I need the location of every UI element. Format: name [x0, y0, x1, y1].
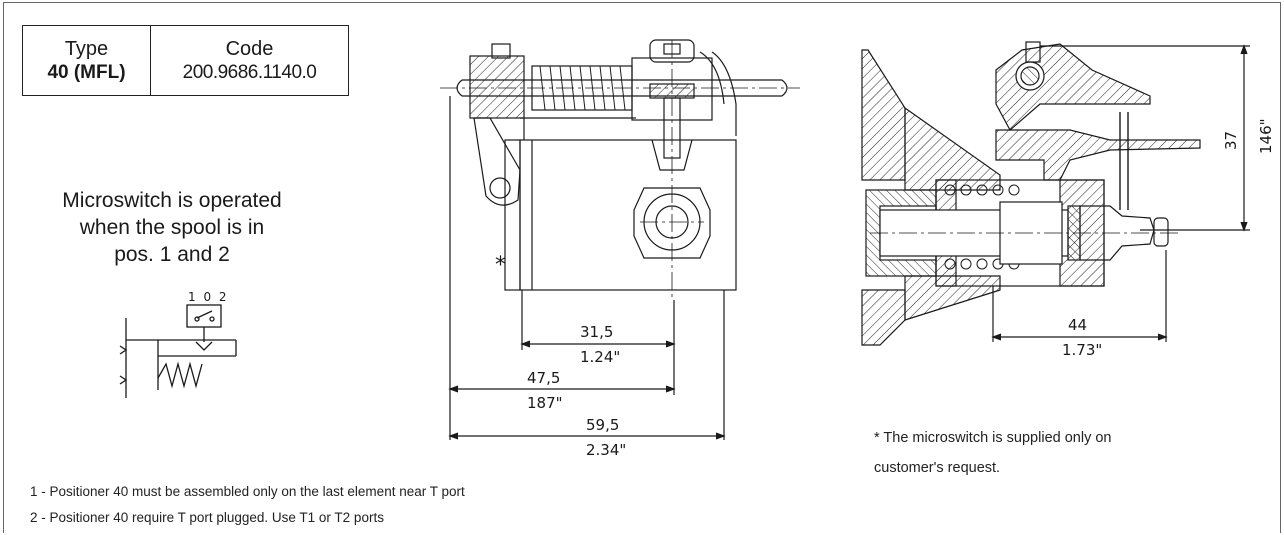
- type-cell: Type 40 (MFL): [23, 26, 151, 95]
- type-code-table: Type 40 (MFL) Code 200.9686.1140.0: [22, 25, 349, 96]
- asterisk-mark: *: [495, 253, 506, 278]
- dimension-44-mm: 44: [1068, 316, 1087, 334]
- dimension-47-5-mm: 47,5: [527, 369, 560, 387]
- side-view-drawing: [440, 39, 800, 440]
- code-header: Code: [225, 37, 274, 60]
- microswitch-symbol: 1 0 2: [119, 290, 237, 398]
- supply-note-line2: customer's request.: [874, 460, 1001, 476]
- switch-blade: [196, 310, 213, 319]
- code-value: 200.9686.1140.0: [182, 61, 317, 83]
- dimension-37-mm: 37: [1222, 131, 1240, 150]
- dimension-59-5-in: 2.34": [586, 441, 626, 459]
- description-line: pos. 1 and 2: [114, 243, 230, 266]
- symbol-position-labels: 1 0 2: [188, 290, 229, 304]
- code-cell: Code 200.9686.1140.0: [151, 26, 348, 95]
- footnote-2: 2 - Positioner 40 require T port plugged…: [30, 510, 384, 525]
- type-header: Type: [64, 37, 109, 60]
- description-line: when the spool is in: [79, 216, 265, 239]
- dimension-31-5-in: 1.24": [580, 348, 620, 366]
- section-view-drawing: [861, 41, 1250, 346]
- type-value: 40 (MFL): [47, 61, 126, 83]
- dimension-47-5-in: 187": [527, 394, 563, 412]
- switch-box: [186, 304, 222, 328]
- supply-note-line1: * The microswitch is supplied only on: [874, 430, 1112, 446]
- switch-contact: [209, 316, 215, 322]
- dimension-37-in: 146": [1257, 118, 1275, 154]
- operation-description: Microswitch is operated when the spool i…: [22, 187, 322, 268]
- page-frame: [3, 2, 1281, 533]
- dimension-31-5-mm: 31,5: [580, 323, 613, 341]
- description-line: Microswitch is operated: [62, 189, 282, 212]
- footnote-1: 1 - Positioner 40 must be assembled only…: [30, 484, 465, 499]
- dimension-44-in: 1.73": [1062, 341, 1102, 359]
- switch-contact: [194, 316, 200, 322]
- dimension-59-5-mm: 59,5: [586, 416, 619, 434]
